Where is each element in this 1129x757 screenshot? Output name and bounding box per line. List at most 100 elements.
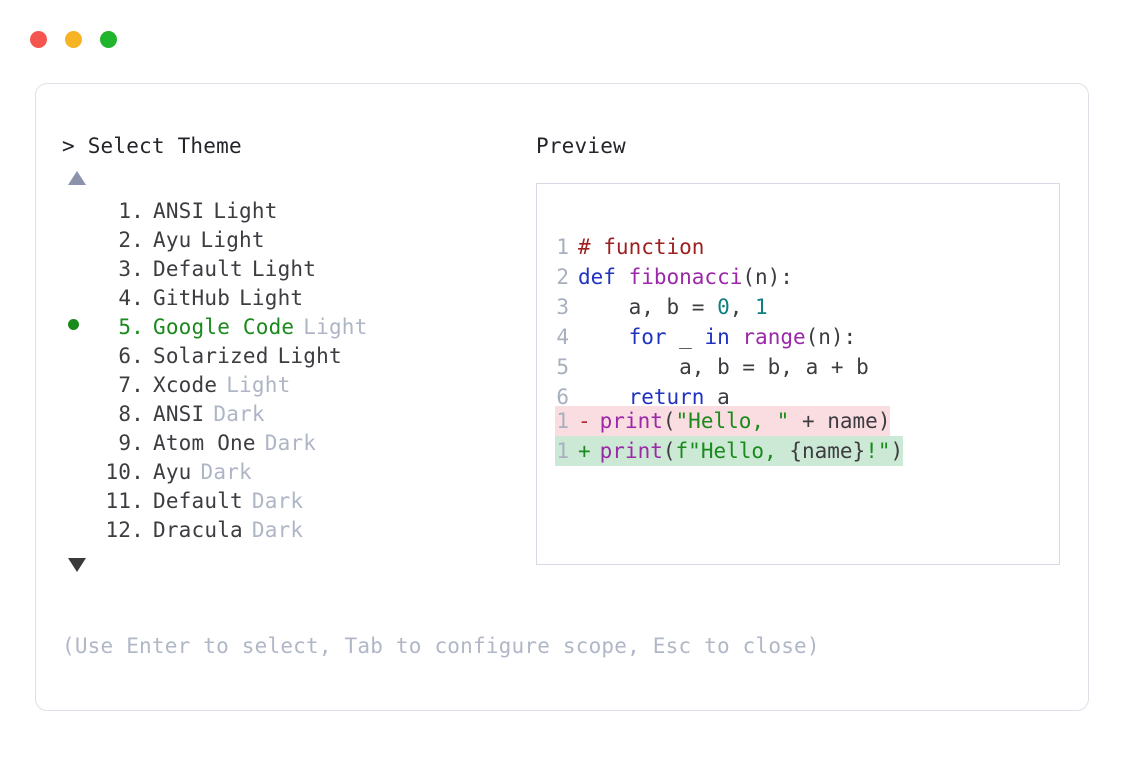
- minimize-window-button[interactable]: [65, 31, 82, 48]
- theme-option[interactable]: 1. ANSI Light: [62, 197, 532, 226]
- theme-option-index: 12.: [105, 518, 144, 542]
- code-line-number: 2: [556, 265, 569, 289]
- code-line-text: for _ in range(n):: [569, 325, 857, 349]
- prompt-line: > Select Theme: [62, 132, 532, 160]
- theme-option-variant: Light: [213, 199, 278, 223]
- code-token: print: [599, 439, 663, 463]
- code-line-number: 5: [556, 355, 569, 379]
- theme-option[interactable]: 7. Xcode Light: [62, 371, 532, 400]
- theme-option-index: 3.: [118, 257, 144, 281]
- code-token: def: [578, 265, 629, 289]
- code-token: _: [666, 325, 705, 349]
- code-token: f"Hello,: [675, 439, 790, 463]
- scroll-up-icon[interactable]: [68, 171, 86, 185]
- code-line: 3 a, b = 0, 1: [555, 292, 869, 322]
- code-token: {name}: [789, 439, 866, 463]
- code-token: "Hello, ": [675, 409, 790, 433]
- diff-line-text: print(f"Hello, {name}!"): [591, 439, 903, 463]
- theme-option-name: Ayu: [153, 228, 192, 252]
- code-token: (: [662, 409, 676, 433]
- code-token: (: [662, 439, 676, 463]
- keyboard-hint: (Use Enter to select, Tab to configure s…: [62, 634, 820, 658]
- code-line-text: a, b = b, a + b: [569, 355, 869, 379]
- theme-option-variant: Dark: [251, 518, 304, 542]
- diff-line-number: 1: [556, 409, 569, 433]
- theme-option-variant: Light: [251, 257, 317, 281]
- code-line-number: 1: [556, 235, 569, 259]
- theme-option-name: Default: [153, 489, 243, 513]
- maximize-window-button[interactable]: [100, 31, 117, 48]
- theme-option[interactable]: 10. Ayu Dark: [62, 458, 532, 487]
- theme-option-variant: Dark: [251, 489, 304, 513]
- code-line-number: 6: [556, 385, 569, 409]
- code-token: # function: [578, 235, 705, 259]
- theme-option-index: 4.: [118, 286, 144, 310]
- theme-option[interactable]: 11. Default Dark: [62, 487, 532, 516]
- theme-option-variant: Light: [239, 286, 304, 310]
- theme-option-index: 11.: [105, 489, 144, 513]
- diff-sign: +: [578, 439, 591, 463]
- code-token: [578, 325, 629, 349]
- code-token: fibonacci: [628, 265, 743, 289]
- diff-row: 1+print(f"Hello, {name}!"): [555, 436, 904, 466]
- theme-option-name: Google Code: [153, 315, 295, 339]
- diff-row: 1-print("Hello, " + name): [555, 406, 903, 436]
- theme-option-variant: Dark: [213, 402, 265, 426]
- theme-option-index: 2.: [118, 228, 144, 252]
- code-token: !": [865, 439, 891, 463]
- diff-line-number: 1: [556, 439, 569, 463]
- theme-option-variant: Light: [200, 228, 265, 252]
- theme-option-variant: Light: [303, 315, 368, 339]
- theme-option-name: Xcode: [153, 373, 218, 397]
- theme-option-name: ANSI: [153, 199, 205, 223]
- code-token: print: [599, 409, 663, 433]
- theme-option-index: 6.: [118, 344, 144, 368]
- prompt-title: Select Theme: [87, 134, 242, 158]
- code-line-text: # function: [569, 235, 704, 259]
- code-token: ): [890, 439, 904, 463]
- diff-sample: 1-print("Hello, " + name)1+print(f"Hello…: [555, 406, 904, 466]
- scroll-down-icon[interactable]: [68, 558, 86, 572]
- close-window-button[interactable]: [30, 31, 47, 48]
- theme-option-name: Dracula: [153, 518, 243, 542]
- diff-line-text: print("Hello, " + name): [591, 409, 891, 433]
- theme-option-index: 1.: [118, 199, 144, 223]
- theme-option-index: 7.: [118, 373, 144, 397]
- preview-label: Preview: [536, 134, 626, 158]
- code-line-text: def fibonacci(n):: [569, 265, 793, 289]
- code-token: range: [742, 325, 806, 349]
- code-token: return: [628, 385, 705, 409]
- window-controls: [30, 31, 117, 48]
- theme-option-variant: Dark: [264, 431, 317, 455]
- code-line-number: 4: [556, 325, 569, 349]
- theme-option-index: 10.: [105, 460, 144, 484]
- theme-option-name: ANSI: [153, 402, 205, 426]
- theme-option-name: Ayu: [153, 460, 192, 484]
- diff-removed-line: 1-print("Hello, " + name): [555, 406, 891, 436]
- code-line-number: 3: [556, 295, 569, 319]
- theme-option-index: 9.: [118, 431, 144, 455]
- theme-option[interactable]: 2. Ayu Light: [62, 226, 532, 255]
- theme-option[interactable]: 12. Dracula Dark: [62, 516, 532, 545]
- theme-option-variant: Dark: [200, 460, 252, 484]
- theme-option[interactable]: 8. ANSI Dark: [62, 400, 532, 429]
- theme-option-variant: Light: [226, 373, 291, 397]
- code-token: 1: [755, 295, 768, 319]
- theme-option-index: 8.: [118, 402, 144, 426]
- code-line: 4 for _ in range(n):: [555, 322, 869, 352]
- theme-option-name: Solarized: [153, 344, 269, 368]
- code-token: (n):: [742, 265, 793, 289]
- prompt-caret-icon: >: [62, 134, 75, 158]
